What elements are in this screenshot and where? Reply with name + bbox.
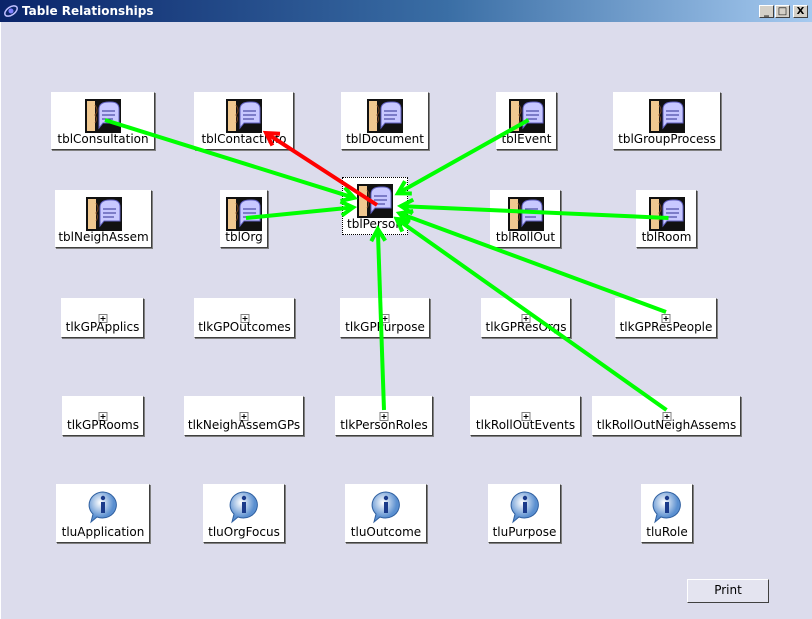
table-node-tlkNeighAssemGPs[interactable]: tlkNeighAssemGPs <box>184 396 304 436</box>
table-node-tblOrg[interactable]: tblOrg <box>220 190 268 248</box>
table-node-tlkGPOutcomes[interactable]: tlkGPOutcomes <box>194 298 295 338</box>
table-icon <box>226 99 262 133</box>
table-node-label: tlkGPApplics <box>65 320 140 334</box>
table-node-label: tlkGPRooms <box>67 418 139 432</box>
table-node-tblNeighAssem[interactable]: tblNeighAssem <box>55 190 152 248</box>
table-node-tlkGPRooms[interactable]: tlkGPRooms <box>62 396 144 436</box>
table-node-label: tblEvent <box>501 132 552 146</box>
table-node-tlkGPPurpose[interactable]: tlkGPPurpose <box>340 298 430 338</box>
table-node-label: tluOutcome <box>350 525 422 539</box>
table-node-label: tblConsultation <box>57 132 149 146</box>
table-node-label: tlkRollOutNeighAssems <box>596 418 737 432</box>
table-node-label: tluRole <box>646 525 688 539</box>
minimize-button[interactable]: _ <box>759 5 774 18</box>
table-node-label: tblContactInfo <box>201 132 287 146</box>
table-node-tlkRollOutNeighAssems[interactable]: tlkRollOutNeighAssems <box>592 396 741 436</box>
table-node-tluRole[interactable]: tluRole <box>641 484 693 543</box>
link-table-icon <box>98 308 107 323</box>
table-node-label: tlkNeighAssemGPs <box>187 418 301 432</box>
table-node-tblRollOut[interactable]: tblRollOut <box>490 190 561 248</box>
table-node-tblDocument[interactable]: tblDocument <box>341 92 429 150</box>
table-node-tluOrgFocus[interactable]: tluOrgFocus <box>203 484 285 543</box>
window-title: Table Relationships <box>22 4 154 18</box>
table-icon <box>85 197 122 231</box>
relationships-app-icon <box>4 5 18 17</box>
table-node-label: tluApplication <box>61 525 145 539</box>
maximize-button[interactable]: □ <box>775 5 790 18</box>
table-node-label: tlkPersonRoles <box>340 418 428 432</box>
link-table-icon <box>521 406 530 421</box>
link-table-icon <box>98 406 108 421</box>
table-node-tlkGPResPeople[interactable]: tlkGPResPeople <box>615 298 717 338</box>
info-icon <box>650 490 684 524</box>
table-node-tlkRollOutEvents[interactable]: tlkRollOutEvents <box>470 396 581 436</box>
table-node-label: tblOrg <box>225 230 263 244</box>
relationships-canvas <box>0 22 812 619</box>
info-icon <box>369 490 403 524</box>
close-button[interactable]: X <box>793 5 808 18</box>
table-icon <box>508 99 545 133</box>
table-node-tblGroupProcess[interactable]: tblGroupProcess <box>613 92 721 150</box>
link-table-icon <box>240 308 249 323</box>
table-icon <box>648 197 685 231</box>
table-node-tlkGPResOrgs[interactable]: tlkGPResOrgs <box>481 298 571 338</box>
table-icon <box>507 197 544 231</box>
table-node-label: tblRoom <box>641 230 692 244</box>
title-bar[interactable]: Table Relationships _ □ X <box>0 0 812 22</box>
table-node-label: tlkGPResPeople <box>619 320 713 334</box>
link-table-icon <box>661 308 671 323</box>
table-node-tblConsultation[interactable]: tblConsultation <box>51 92 155 150</box>
table-node-label: tlkGPOutcomes <box>198 320 291 334</box>
table-node-tlkPersonRoles[interactable]: tlkPersonRoles <box>335 396 433 436</box>
link-table-icon <box>239 406 249 421</box>
table-node-tlkGPApplics[interactable]: tlkGPApplics <box>61 298 144 338</box>
table-icon <box>367 99 403 133</box>
table-icon <box>649 99 685 133</box>
table-node-label: tblRollOut <box>495 230 556 244</box>
table-node-label: tlkGPResOrgs <box>485 320 567 334</box>
table-node-label: tluPurpose <box>492 525 557 539</box>
link-table-icon <box>380 308 390 323</box>
table-node-tblContactInfo[interactable]: tblContactInfo <box>194 92 294 150</box>
link-table-icon <box>662 406 671 421</box>
table-node-tblPerson[interactable]: tblPerson <box>342 177 408 235</box>
table-node-tluApplication[interactable]: tluApplication <box>56 484 150 543</box>
table-icon <box>85 99 121 133</box>
table-node-tblRoom[interactable]: tblRoom <box>636 190 697 248</box>
table-node-label: tblDocument <box>346 132 424 146</box>
table-node-label: tblGroupProcess <box>618 132 716 146</box>
table-node-label: tblPerson <box>347 217 403 231</box>
table-icon <box>226 197 262 231</box>
table-node-tblEvent[interactable]: tblEvent <box>496 92 557 150</box>
info-icon <box>86 490 120 524</box>
table-node-label: tlkGPPurpose <box>345 320 425 334</box>
link-table-icon <box>521 308 531 323</box>
table-node-tluPurpose[interactable]: tluPurpose <box>488 484 561 543</box>
link-table-icon <box>379 406 389 421</box>
print-button[interactable]: Print <box>687 579 769 603</box>
info-icon <box>508 490 542 524</box>
table-node-label: tluOrgFocus <box>208 525 280 539</box>
table-node-tluOutcome[interactable]: tluOutcome <box>345 484 427 543</box>
table-node-label: tlkRollOutEvents <box>475 418 576 432</box>
info-icon <box>227 490 261 524</box>
table-icon <box>357 184 393 218</box>
table-node-label: tblNeighAssem <box>58 230 149 244</box>
